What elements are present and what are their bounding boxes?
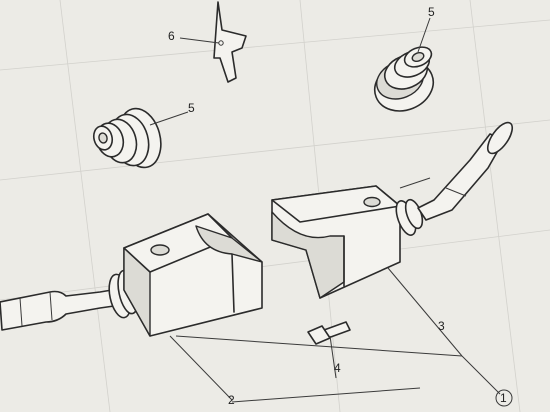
callout-2: 2 [228, 393, 235, 407]
part-2-left-clamp [0, 213, 263, 337]
callout-5-left: 5 [188, 101, 195, 115]
bolt-hole-icon [150, 244, 170, 256]
callout-4: 4 [334, 361, 341, 375]
callout-1-circle [495, 389, 513, 407]
callout-5-top: 5 [428, 5, 435, 19]
part-5-boot-left [92, 107, 189, 169]
part-6-plate [179, 1, 247, 83]
callout-1: 1 [500, 391, 507, 405]
part-4-bolt [307, 321, 351, 379]
leader-lines [169, 267, 501, 403]
callout-6: 6 [168, 29, 175, 43]
part-3-right-clamp [271, 121, 514, 299]
part-5-boot-top-right [373, 17, 435, 112]
bolt-hole-icon [363, 196, 381, 208]
callout-3: 3 [438, 319, 445, 333]
